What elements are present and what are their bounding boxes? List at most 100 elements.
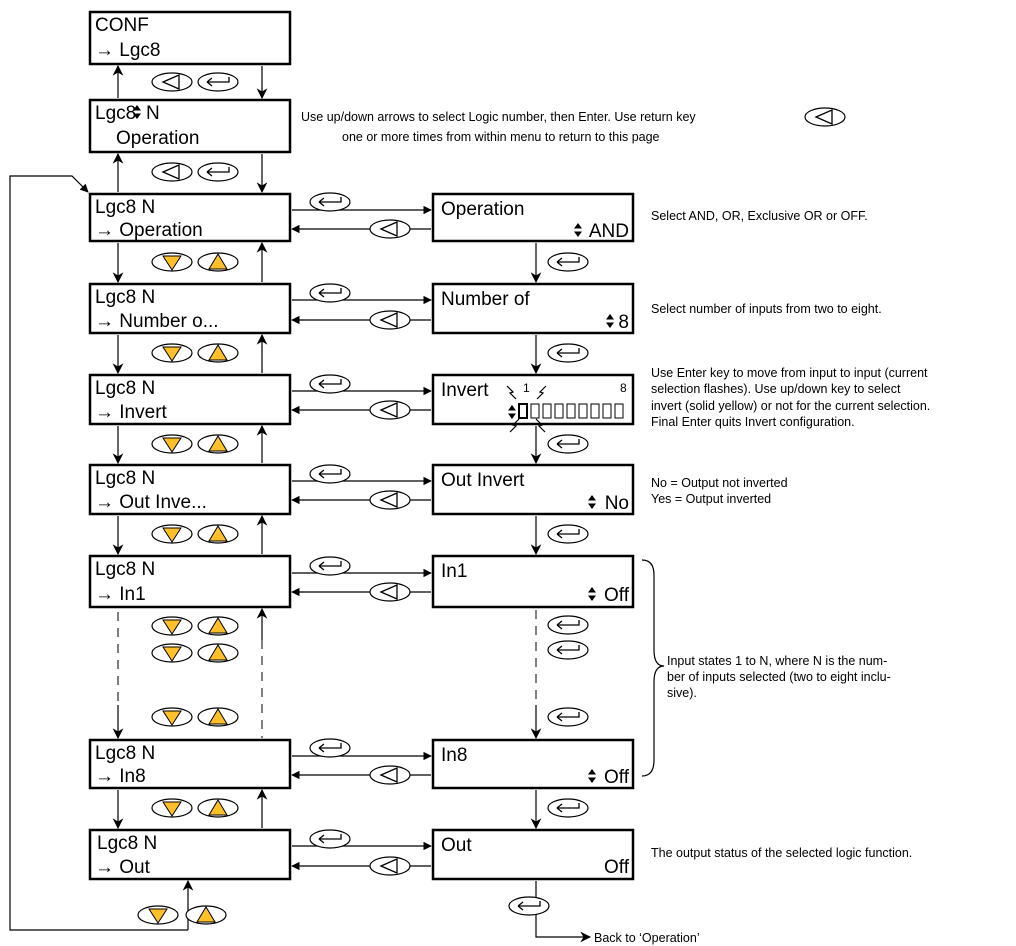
up-triangle-icon[interactable] <box>197 707 239 727</box>
screen-select-line1: Lgc8 <box>95 103 136 124</box>
screen-invert: Lgc8 N → Invert <box>88 373 292 426</box>
enter-arrow-icon[interactable] <box>547 343 589 363</box>
screen-in1-line1: Lgc8 N <box>95 559 155 580</box>
back-triangle-icon[interactable] <box>369 490 411 510</box>
enter-arrow-icon[interactable] <box>547 524 589 544</box>
down-triangle-icon[interactable] <box>151 434 193 454</box>
value-in8: In8 Off <box>431 738 635 790</box>
down-triangle-icon[interactable] <box>151 707 193 727</box>
value-operation-value: AND <box>589 221 629 242</box>
screen-invert-line1: Lgc8 N <box>95 378 155 399</box>
down-triangle-icon[interactable] <box>151 616 193 636</box>
inputs-brace <box>641 559 665 777</box>
screen-operation-line2: → Operation <box>95 220 203 241</box>
enter-arrow-icon[interactable] <box>309 556 351 576</box>
enter-arrow-icon[interactable] <box>547 615 589 635</box>
flash-rays-icon <box>506 385 547 433</box>
enter-arrow-icon[interactable] <box>508 896 550 916</box>
horizontal-connectors <box>291 205 432 871</box>
screen-invert-line2: → Invert <box>95 402 168 423</box>
up-triangle-icon[interactable] <box>185 905 227 925</box>
note-invert-line2: selection flashes). Use up/down key to s… <box>651 382 901 396</box>
note-select-line1: Use up/down arrows to select Logic numbe… <box>301 110 696 124</box>
enter-arrow-icon[interactable] <box>309 374 351 394</box>
value-out-value: Off <box>604 857 630 878</box>
back-triangle-icon[interactable] <box>369 219 411 239</box>
enter-arrow-icon[interactable] <box>309 283 351 303</box>
up-triangle-icon[interactable] <box>197 524 239 544</box>
down-triangle-icon[interactable] <box>137 905 179 925</box>
enter-arrow-icon[interactable] <box>547 707 589 727</box>
note-inputs-line3: sive). <box>667 686 697 700</box>
value-outinvert: Out Invert No <box>431 463 635 516</box>
enter-arrow-icon[interactable] <box>197 162 239 182</box>
value-number-title: Number of <box>441 289 530 310</box>
up-triangle-icon[interactable] <box>197 643 239 663</box>
value-in8-title: In8 <box>441 745 467 766</box>
value-in1-value: Off <box>604 585 630 606</box>
enter-arrow-icon[interactable] <box>309 464 351 484</box>
back-triangle-icon <box>804 107 846 127</box>
value-in1: In1 Off <box>431 554 635 609</box>
note-inputs-line2: ber of inputs selected (two to eight inc… <box>667 670 891 684</box>
value-invert: Invert 1 8 <box>431 373 635 433</box>
back-triangle-icon[interactable] <box>369 582 411 602</box>
up-triangle-icon[interactable] <box>197 434 239 454</box>
down-triangle-icon[interactable] <box>151 643 193 663</box>
enter-arrow-icon[interactable] <box>547 252 589 272</box>
down-triangle-icon[interactable] <box>151 343 193 363</box>
screen-out-line2: → Out <box>95 857 151 878</box>
enter-arrow-icon[interactable] <box>197 72 239 92</box>
screen-select-logic: Lgc8 N Operation <box>88 98 292 154</box>
enter-arrow-icon[interactable] <box>547 640 589 660</box>
screen-outinvert-line1: Lgc8 N <box>95 468 155 489</box>
back-triangle-icon[interactable] <box>151 162 193 182</box>
back-triangle-icon[interactable] <box>151 72 193 92</box>
note-invert-line1: Use Enter key to move from input to inpu… <box>651 366 928 380</box>
screen-number-line1: Lgc8 N <box>95 287 155 308</box>
note-invert-line3: invert (solid yellow) or not for the cur… <box>651 399 930 413</box>
screen-in8: Lgc8 N → In8 <box>88 738 292 790</box>
value-outinvert-value: No <box>605 493 629 514</box>
note-number: Select number of inputs from two to eigh… <box>651 302 882 316</box>
value-out: Out Off <box>431 828 635 881</box>
screen-in8-line1: Lgc8 N <box>95 743 155 764</box>
screen-conf: CONF → Lgc8 <box>88 10 292 66</box>
value-operation-title: Operation <box>441 199 524 220</box>
down-triangle-icon[interactable] <box>151 252 193 272</box>
value-number: Number of 8 <box>431 282 635 335</box>
up-triangle-icon[interactable] <box>197 252 239 272</box>
value-outinvert-title: Out Invert <box>441 470 525 491</box>
note-operation: Select AND, OR, Exclusive OR or OFF. <box>651 209 868 223</box>
screen-in1-line2: → In1 <box>95 584 146 605</box>
note-outinvert-line1: No = Output not inverted <box>651 476 788 490</box>
enter-arrow-icon[interactable] <box>547 434 589 454</box>
left-column-connectors <box>9 64 268 931</box>
screen-number: Lgc8 N → Number o... <box>88 282 292 335</box>
annotations: Use up/down arrows to select Logic numbe… <box>301 107 930 945</box>
back-triangle-icon[interactable] <box>369 310 411 330</box>
up-triangle-icon[interactable] <box>197 343 239 363</box>
screen-operation: Lgc8 N → Operation <box>88 192 292 243</box>
enter-arrow-icon[interactable] <box>309 738 351 758</box>
invert-input-cells <box>518 403 624 419</box>
up-triangle-icon[interactable] <box>197 616 239 636</box>
screen-select-line2: Operation <box>116 128 199 149</box>
value-in8-value: Off <box>604 767 630 788</box>
enter-arrow-icon[interactable] <box>309 829 351 849</box>
back-triangle-icon[interactable] <box>369 400 411 420</box>
enter-arrow-icon[interactable] <box>547 798 589 818</box>
back-triangle-icon[interactable] <box>369 765 411 785</box>
down-triangle-icon[interactable] <box>151 524 193 544</box>
value-invert-first-index: 1 <box>523 381 530 395</box>
note-back-to-operation: Back to ‘Operation’ <box>594 931 700 945</box>
enter-arrow-icon[interactable] <box>309 192 351 212</box>
value-invert-title: Invert <box>441 380 489 401</box>
down-triangle-icon[interactable] <box>151 798 193 818</box>
screen-conf-line1: CONF <box>95 15 149 36</box>
up-triangle-icon[interactable] <box>197 798 239 818</box>
screen-operation-line1: Lgc8 N <box>95 197 155 218</box>
horizontal-keys <box>309 192 411 876</box>
screen-number-line2: → Number o... <box>95 311 219 332</box>
back-triangle-icon[interactable] <box>369 856 411 876</box>
